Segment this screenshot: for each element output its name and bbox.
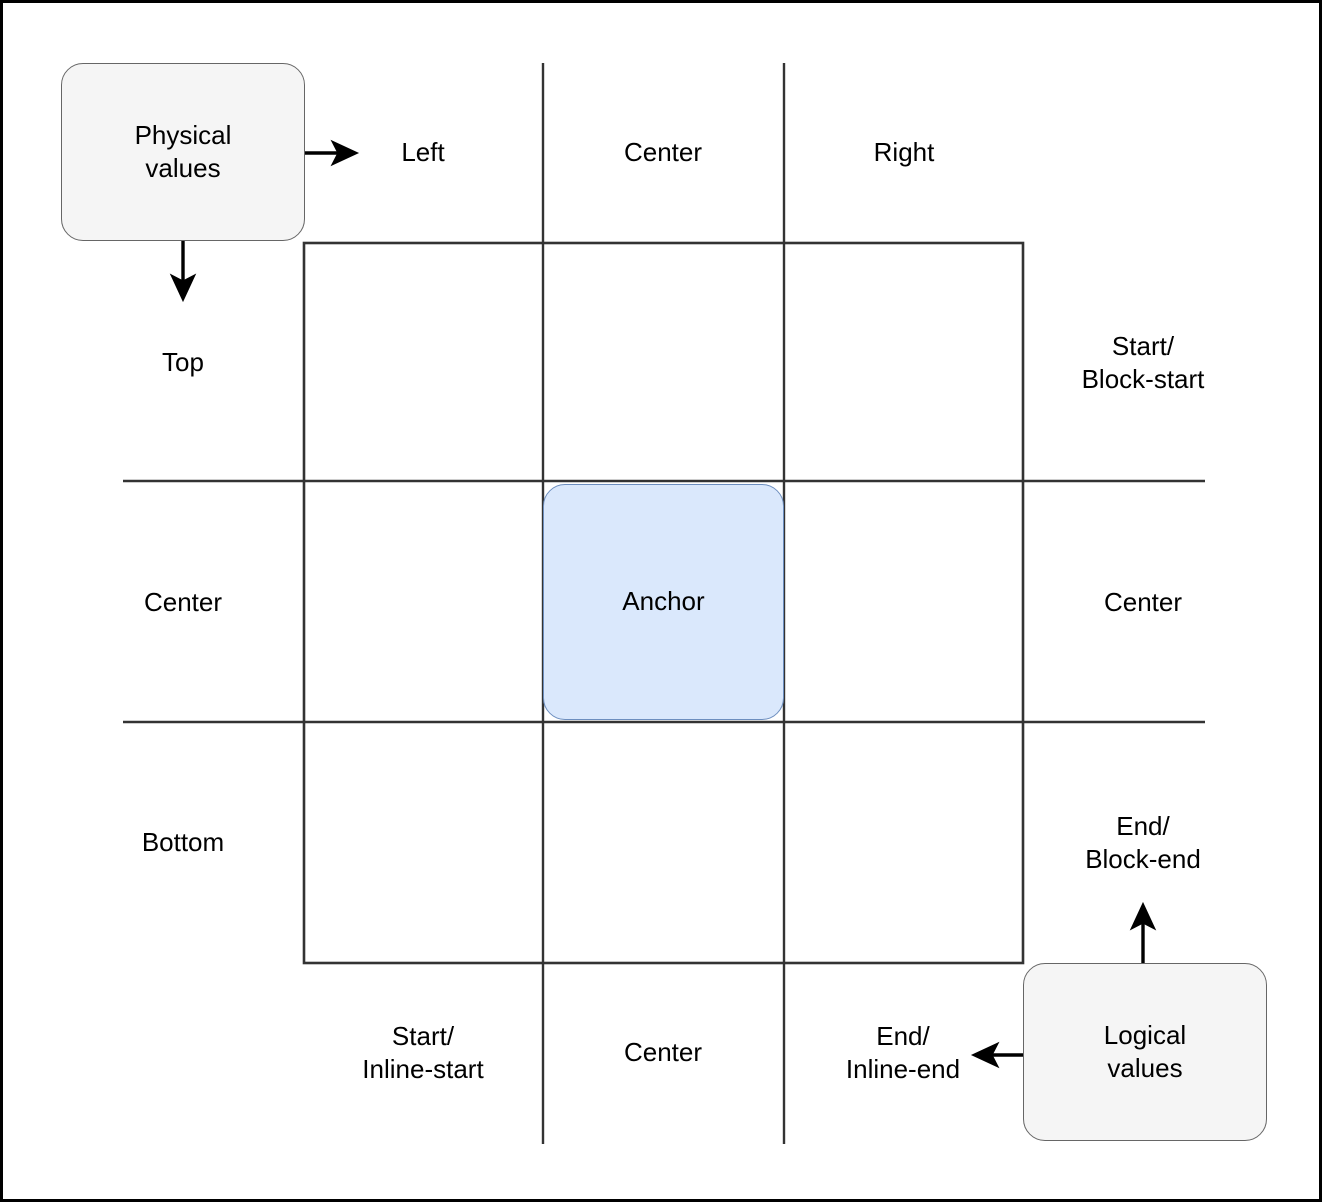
label-physical-column-center: Center bbox=[623, 137, 703, 168]
label-logical-column-inline-start: Start/ Inline-start bbox=[362, 1020, 484, 1084]
label-logical-row-block-start: Start/ Block-start bbox=[1081, 330, 1205, 394]
legend-box-logical-values[interactable]: Logical values bbox=[1023, 963, 1267, 1141]
label-physical-row-top: Top bbox=[162, 347, 204, 378]
anchor-box[interactable]: Anchor bbox=[543, 484, 784, 720]
label-physical-row-bottom: Bottom bbox=[141, 827, 225, 858]
label-logical-row-block-end: End/ Block-end bbox=[1085, 810, 1201, 874]
label-physical-column-left: Left bbox=[401, 137, 445, 168]
label-physical-row-center: Center bbox=[143, 587, 223, 618]
legend-box-physical-values-label: Physical values bbox=[134, 119, 232, 183]
anchor-box-label: Anchor bbox=[622, 586, 705, 617]
label-logical-row-center: Center bbox=[1103, 587, 1183, 618]
label-physical-column-right: Right bbox=[873, 137, 935, 168]
legend-box-physical-values[interactable]: Physical values bbox=[61, 63, 305, 241]
label-logical-column-center: Center bbox=[623, 1037, 703, 1068]
label-logical-column-inline-end: End/ Inline-end bbox=[845, 1020, 961, 1084]
legend-box-logical-values-label: Logical values bbox=[1103, 1019, 1187, 1083]
